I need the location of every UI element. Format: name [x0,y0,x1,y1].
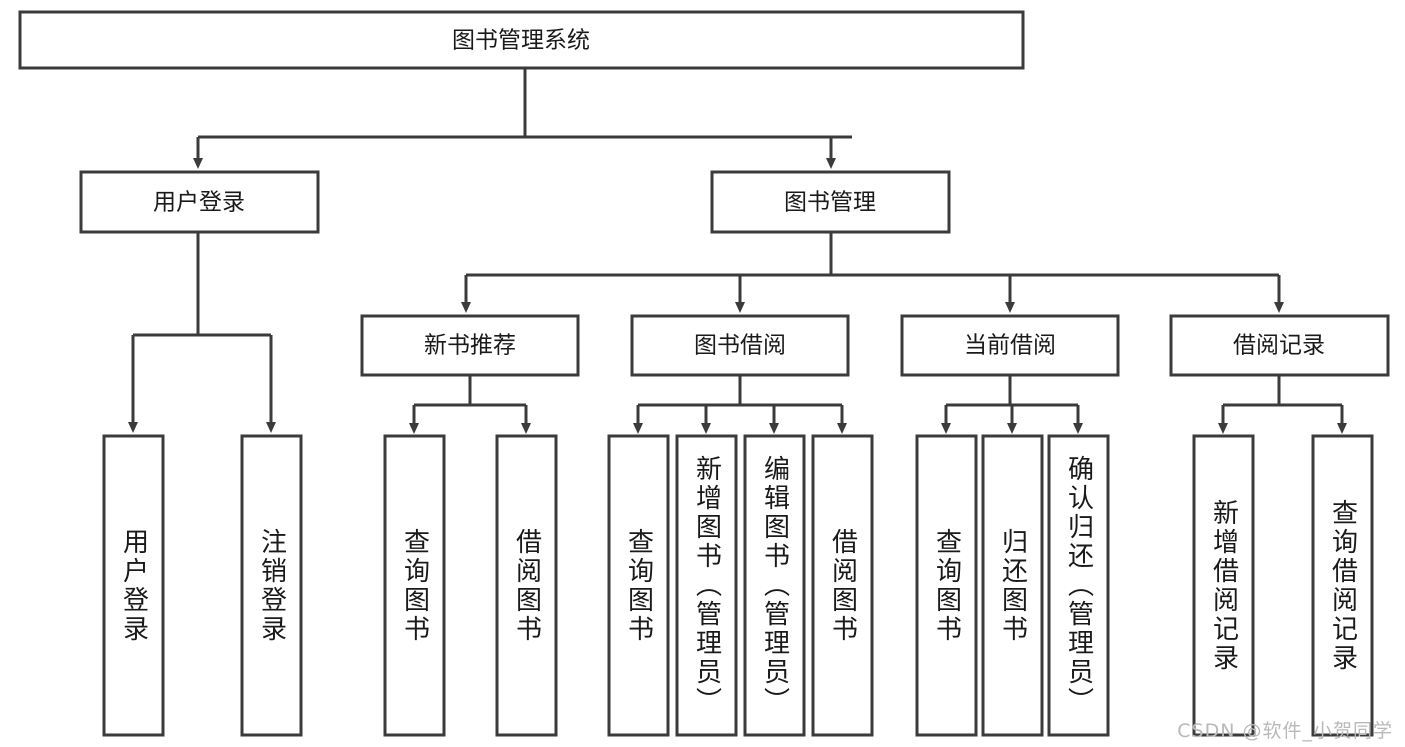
leaf-query-record[interactable] [1311,434,1374,737]
node-new-book-recommend[interactable]: 新书推荐 [360,314,580,377]
leaf-user-logout[interactable] [240,434,303,737]
leaf-confirm-return[interactable] [1047,434,1110,737]
leaf-user-login[interactable] [102,434,165,737]
leaf-add-record[interactable] [1192,434,1255,737]
leaf-borrow-book-2[interactable] [811,434,874,737]
node-root-label: 图书管理系统 [452,28,590,54]
node-current-borrow-label: 当前借阅 [964,333,1056,359]
connector-currentborrow-to-leaves [941,375,1083,434]
leaf-add-book[interactable] [675,434,738,737]
node-user-login[interactable]: 用户登录 [79,170,320,234]
connector-userlogin-to-leaves [128,232,276,433]
node-book-manage-label: 图书管理 [784,190,876,216]
node-borrow-record[interactable]: 借阅记录 [1169,314,1390,377]
leaf-query-book-2[interactable] [607,434,670,737]
leaf-return-book[interactable] [981,434,1044,737]
connector-bookborrow-to-leaves [633,375,847,434]
leaf-query-book-1[interactable] [383,434,446,737]
node-user-login-label: 用户登录 [153,190,245,216]
connector-borrowrecord-to-leaves [1218,375,1347,434]
node-book-manage[interactable]: 图书管理 [710,170,951,234]
connector-newbook-to-leaves [409,375,531,434]
node-borrow-record-label: 借阅记录 [1233,333,1325,359]
connector-bookmanage-to-level2 [461,232,1284,313]
connector-root-to-level1 [193,68,852,169]
node-book-borrow[interactable]: 图书借阅 [630,314,850,377]
leaf-edit-book[interactable] [743,434,806,737]
node-root[interactable]: 图书管理系统 [18,10,1025,70]
node-new-book-recommend-label: 新书推荐 [424,333,516,359]
node-book-borrow-label: 图书借阅 [694,333,786,359]
leaf-query-book-3[interactable] [915,434,978,737]
node-current-borrow[interactable]: 当前借阅 [900,314,1120,377]
leaf-borrow-book-1[interactable] [495,434,558,737]
watermark-text: CSDN @软件_小贺同学 [1177,720,1393,742]
